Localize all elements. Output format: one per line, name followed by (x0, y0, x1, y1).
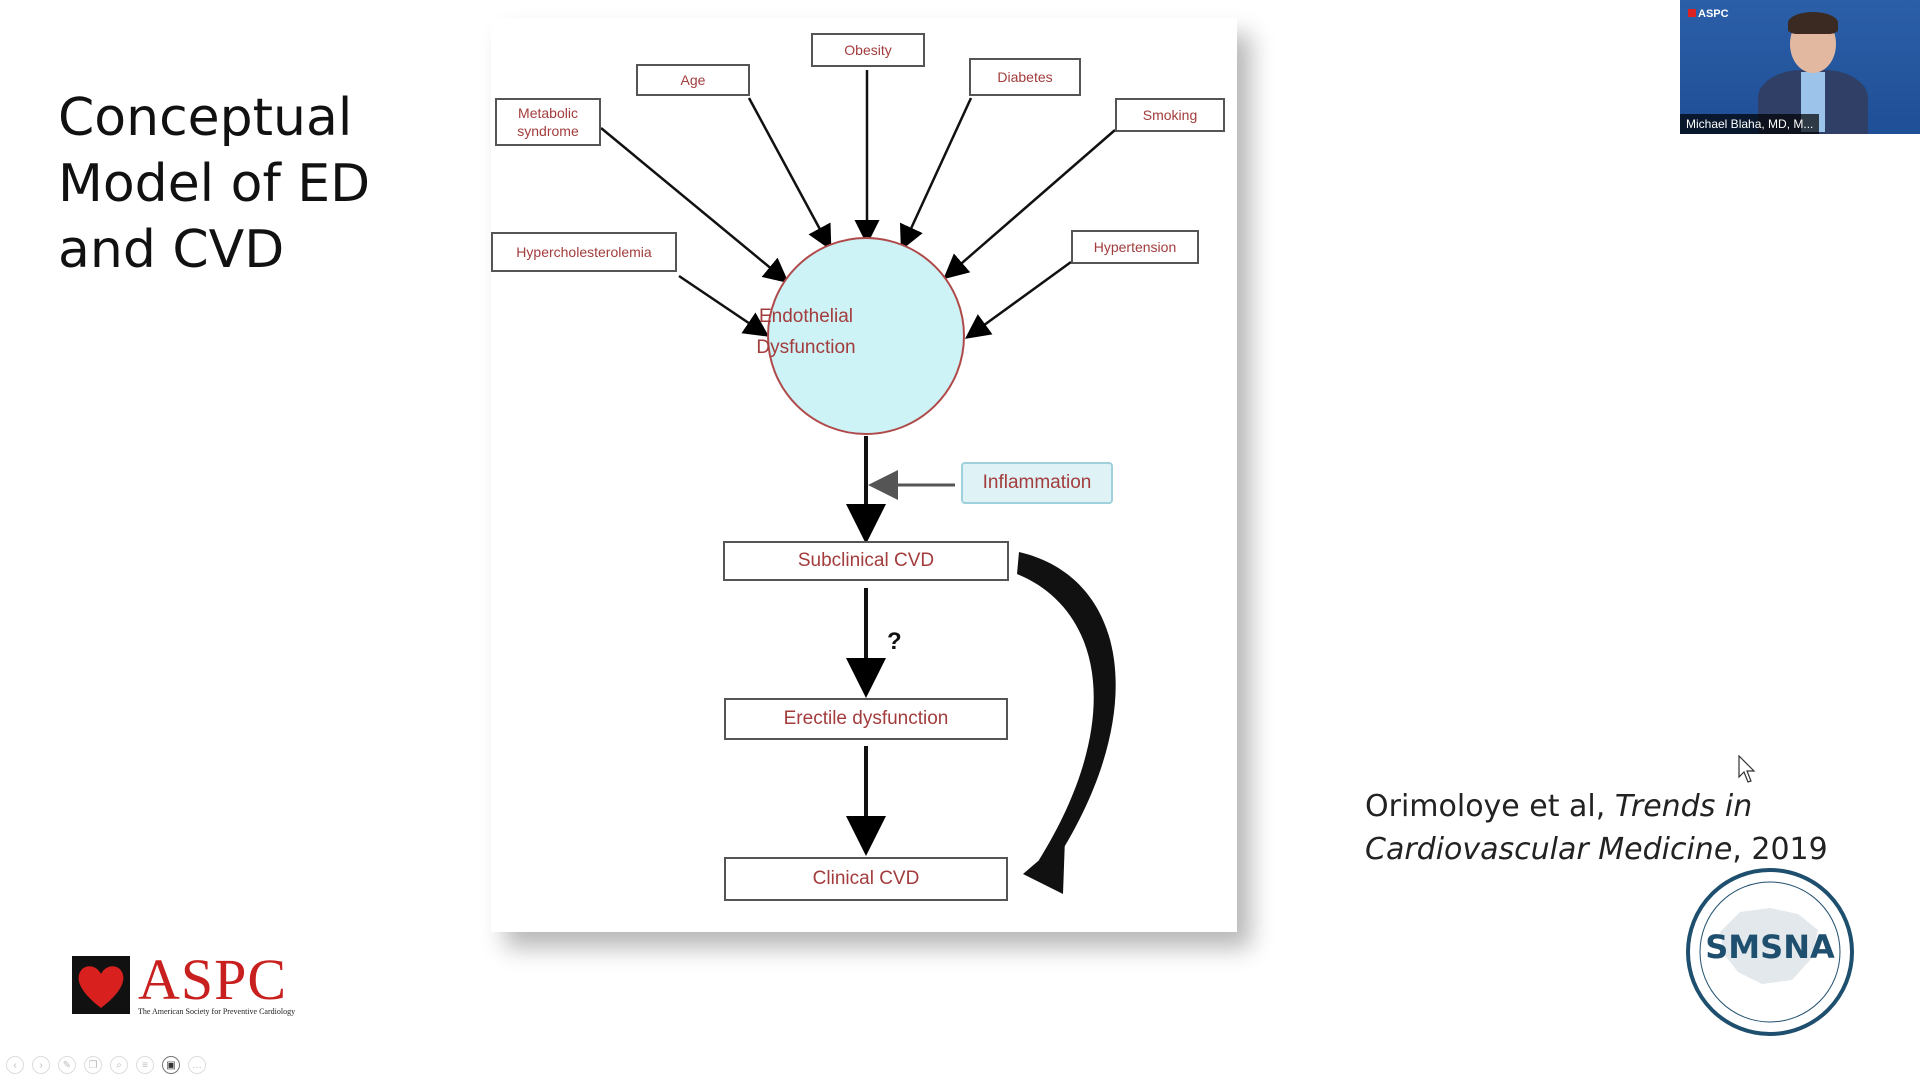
more-icon[interactable]: … (188, 1056, 206, 1074)
risk-factor-metabolic-syndrome: Metabolic syndrome (495, 98, 601, 146)
aspc-mini-logo-icon (1688, 9, 1696, 17)
risk-factor-smoking: Smoking (1115, 98, 1225, 132)
aspc-logo-text: ASPC (138, 947, 288, 1012)
risk-factor-hypercholesterolemia: Hypercholesterolemia (491, 232, 677, 272)
citation: Orimoloye et al, Trends in Cardiovascula… (1365, 785, 1828, 871)
aspc-logo-subtitle: The American Society for Preventive Card… (138, 1007, 296, 1016)
diagram-connectors (600, 70, 1116, 894)
risk-factor-age: Age (636, 64, 750, 96)
aspc-heart-logo-icon (72, 956, 130, 1014)
mouse-cursor-icon (1738, 755, 1756, 783)
endothelial-dysfunction-label: Endothelial Dysfunction (731, 301, 881, 363)
metabolic-line-1: Metabolic (518, 105, 578, 121)
metabolic-line-2: syndrome (517, 123, 579, 139)
copy-icon[interactable]: ❐ (84, 1056, 102, 1074)
title-line: Conceptual (58, 88, 353, 148)
citation-journal-1: Trends in (1614, 789, 1753, 824)
erectile-dysfunction-box: Erectile dysfunction (724, 698, 1008, 740)
risk-factor-hypertension: Hypertension (1071, 230, 1199, 264)
conceptual-diagram: Metabolic syndrome Age Obesity Diabetes … (491, 18, 1237, 932)
presentation-toolbar: ‹ › ✎ ❐ ⌕ ≡ ▣ … (6, 1056, 206, 1074)
risk-factor-diabetes: Diabetes (969, 58, 1081, 96)
menu-icon[interactable]: ≡ (136, 1056, 154, 1074)
zoom-icon[interactable]: ⌕ (110, 1056, 128, 1074)
camera-icon[interactable]: ▣ (162, 1056, 180, 1074)
citation-authors: Orimoloye et al, (1365, 789, 1606, 824)
clinical-cvd-box: Clinical CVD (724, 857, 1008, 901)
pen-icon[interactable]: ✎ (58, 1056, 76, 1074)
risk-factor-obesity: Obesity (811, 33, 925, 67)
question-mark: ? (887, 628, 902, 655)
title-line: and CVD (58, 220, 285, 280)
participant-hair (1788, 12, 1838, 34)
citation-year: , 2019 (1732, 832, 1828, 867)
inflammation-box: Inflammation (961, 462, 1113, 504)
prev-icon[interactable]: ‹ (6, 1056, 24, 1074)
next-icon[interactable]: › (32, 1056, 50, 1074)
citation-journal-2: Cardiovascular Medicine (1365, 832, 1733, 867)
center-line-1: Endothelial (758, 306, 854, 327)
smsna-logo-text: SMSNA (1705, 928, 1835, 966)
subclinical-cvd-box: Subclinical CVD (723, 541, 1009, 581)
slide-title: Conceptual Model of ED and CVD (58, 85, 438, 283)
smsna-seal-icon (1686, 868, 1854, 1036)
participant-video-tile[interactable]: ASPC Michael Blaha, MD, M... (1680, 0, 1920, 134)
participant-name: Michael Blaha, MD, M... (1680, 114, 1820, 134)
title-line: Model of ED (58, 154, 371, 214)
video-org-label: ASPC (1688, 8, 1729, 20)
center-line-2: Dysfunction (756, 337, 856, 358)
